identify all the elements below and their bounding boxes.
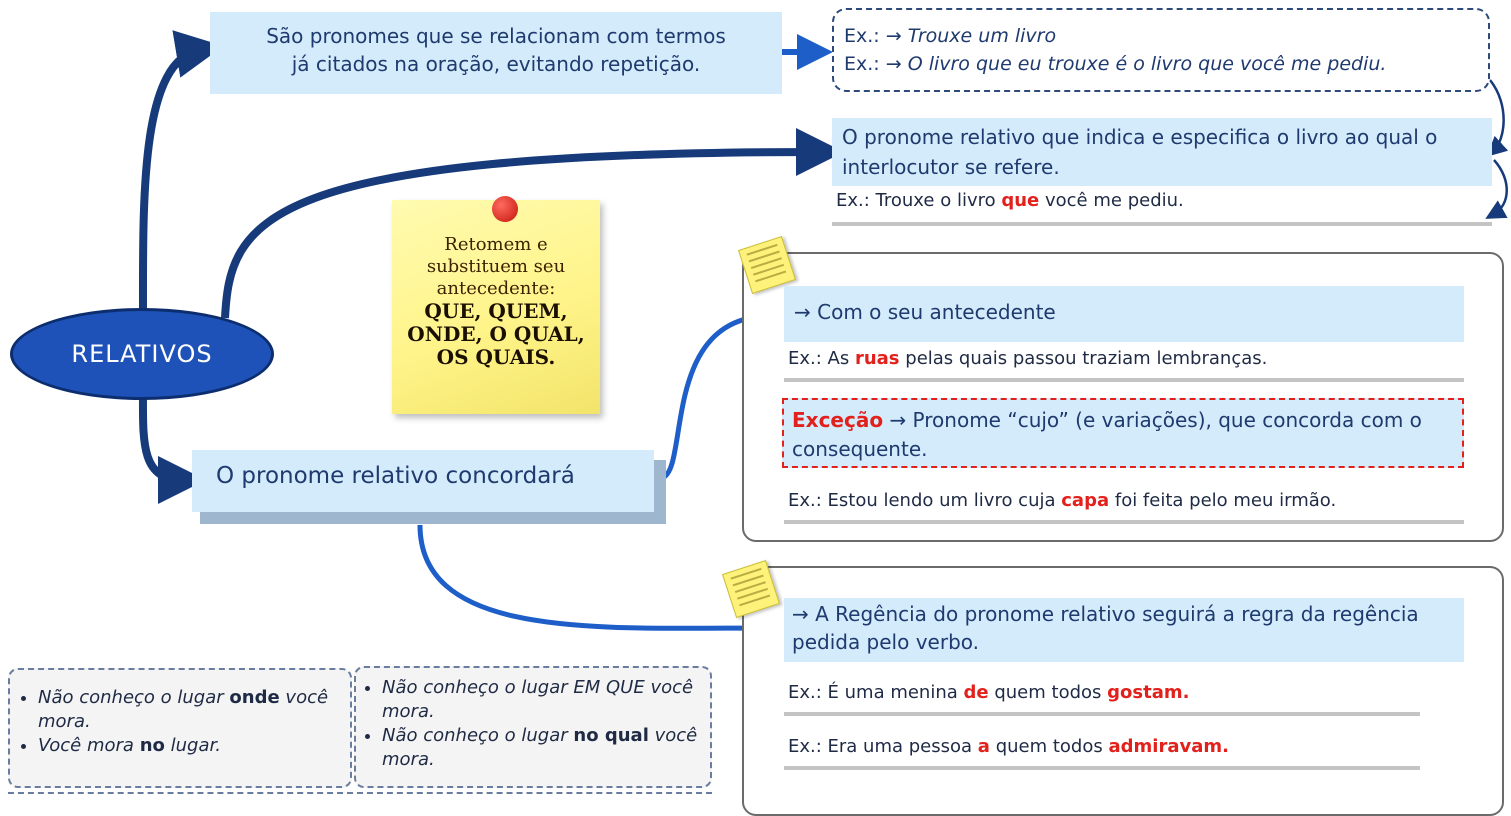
note-words2: ONDE, O QUAL, (407, 322, 585, 346)
exception-label: Exceção (792, 408, 884, 432)
regency-text: → A Regência do pronome relativo seguirá… (792, 602, 1419, 654)
specifies-example: Ex.: Trouxe o livro que você me pediu. (832, 188, 1492, 226)
examples-top-box: Ex.: → Trouxe um livro Ex.: → O livro qu… (832, 8, 1490, 92)
pushpin-icon (492, 196, 518, 222)
arrow-root-to-specifies (221, 128, 844, 319)
arrow-examples-to-specifies (1486, 79, 1509, 157)
bullet-left-2: Você mora no lugar. (38, 734, 342, 758)
definition-line1: São pronomes que se relacionam com termo… (266, 24, 726, 48)
agreement-example-1: Ex.: As ruas pelas quais passou traziam … (784, 346, 1464, 382)
note-line3: antecedente: (436, 278, 556, 299)
antecedent-text: → Com o seu antecedente (794, 300, 1056, 324)
arrow-root-to-agreement (138, 387, 206, 504)
arrow-agreement-to-antecedent (660, 301, 785, 481)
root-node: RELATIVOS (10, 308, 274, 400)
arrow-specifies-to-example (1485, 159, 1508, 219)
arrow-agreement-to-regency (417, 524, 785, 644)
root-label: RELATIVOS (71, 340, 213, 368)
exception-text: → Pronome “cujo” (e variações), que conc… (792, 408, 1422, 461)
connectors (138, 30, 1509, 644)
antecedent-box: → Com o seu antecedente (784, 286, 1464, 342)
bullet-left-1: Não conheço o lugar onde você mora. (38, 686, 342, 734)
bullets-right-box: Não conheço o lugar EM QUE você mora. Nã… (354, 666, 712, 788)
agreement-label: O pronome relativo concordará (216, 463, 575, 489)
note-line2: substituem seu (426, 256, 566, 277)
regency-example-1: Ex.: É uma menina de quem todos gostam. (784, 680, 1420, 716)
specifies-box: O pronome relativo que indica e especifi… (832, 118, 1492, 186)
note-words1: QUE, QUEM, (424, 299, 568, 323)
bullets-left-box: Não conheço o lugar onde você mora. Você… (8, 668, 352, 788)
example-top-1: Ex.: → Trouxe um livro (844, 25, 1057, 47)
definition-box: São pronomes que se relacionam com termo… (210, 12, 782, 94)
bullets-bottom-edge (8, 792, 712, 804)
bullet-right-2: Não conheço o lugar no qual você mora. (382, 724, 702, 772)
sticky-note: Retomem e substituem seu antecedente: QU… (392, 200, 600, 414)
note-line1: Retomem e (444, 234, 548, 255)
agreement-example-2: Ex.: Estou lendo um livro cuja capa foi … (784, 488, 1464, 524)
regency-example-2: Ex.: Era uma pessoa a quem todos admirav… (784, 734, 1420, 770)
agreement-node: O pronome relativo concordará (192, 450, 654, 512)
note-words3: OS QUAIS. (436, 345, 556, 369)
example-top-2: Ex.: → O livro que eu trouxe é o livro q… (844, 53, 1387, 75)
regency-box: → A Regência do pronome relativo seguirá… (784, 598, 1464, 662)
definition-line2: já citados na oração, evitando repetição… (291, 52, 701, 76)
arrow-root-to-definition (138, 30, 224, 319)
exception-box: Exceção → Pronome “cujo” (e variações), … (782, 398, 1464, 468)
bullet-right-1: Não conheço o lugar EM QUE você mora. (382, 676, 702, 724)
specifies-text: O pronome relativo que indica e especifi… (842, 125, 1438, 179)
